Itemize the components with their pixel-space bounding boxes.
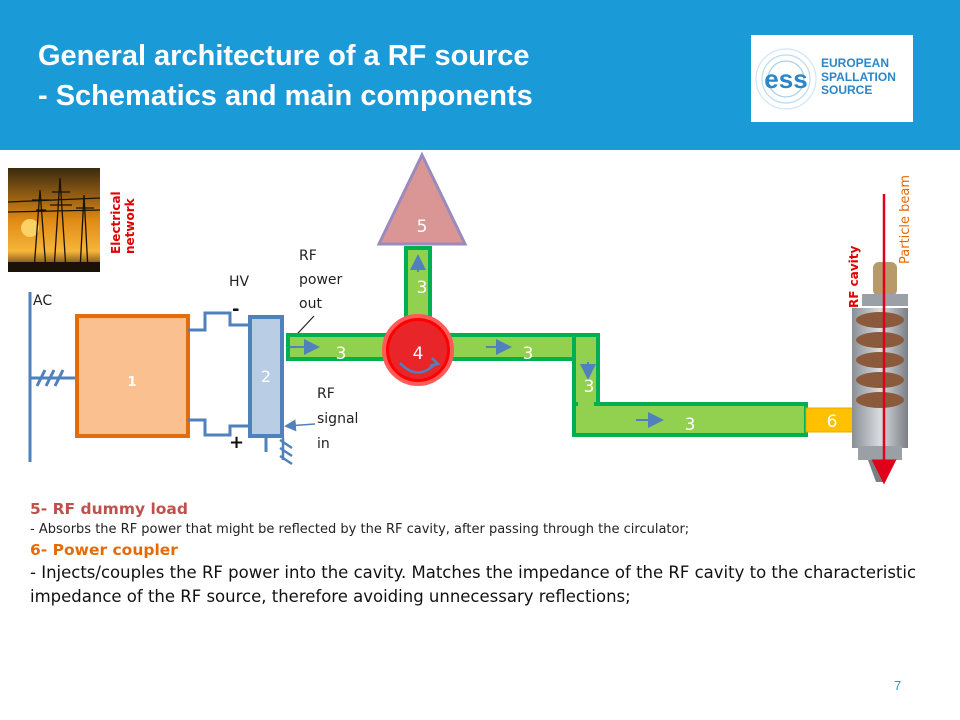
modulator-box <box>75 314 190 438</box>
dummy-load-heading: 5- RF dummy load <box>30 500 188 518</box>
rf-cavity-label: RF cavity <box>847 246 861 308</box>
logo-wordmark: EUROPEAN SPALLATION SOURCE <box>821 56 896 98</box>
hv-label: HV <box>229 274 250 290</box>
dummy-load-description: - Absorbs the RF power that might be ref… <box>30 522 690 537</box>
ess-logo: ess EUROPEAN SPALLATION SOURCE <box>751 35 913 122</box>
klystron-number: 2 <box>261 367 271 386</box>
waveguide <box>286 246 808 437</box>
circulator-number: 4 <box>413 344 424 364</box>
waveguide-number-3: 3 <box>417 278 428 298</box>
modulator-number: 1 <box>127 375 136 390</box>
waveguide-number-5: 3 <box>685 415 696 435</box>
dummy-load-triangle <box>376 151 468 246</box>
hv-minus: - <box>232 299 239 320</box>
ess-logo-mark: ess <box>755 48 817 110</box>
logo-line-3: SOURCE <box>821 83 873 97</box>
klystron-box <box>248 315 284 438</box>
ground-icon <box>264 436 293 466</box>
ac-bus <box>28 292 75 462</box>
hv-wiring <box>188 311 248 437</box>
power-lines-photo <box>7 168 101 272</box>
waveguide-number-1: 3 <box>336 344 347 364</box>
ac-label: AC <box>33 293 52 309</box>
coupler-number: 6 <box>827 412 838 432</box>
power-coupler-heading: 6- Power coupler <box>30 541 178 559</box>
title-line-2: - Schematics and main components <box>38 80 533 112</box>
page-number: 7 <box>894 678 902 693</box>
waveguide-number-2: 3 <box>523 344 534 364</box>
rf-flow-arrows <box>290 254 664 428</box>
rf-signal-in-arrow <box>284 419 316 432</box>
waveguide-number-4: 3 <box>584 377 595 397</box>
logo-mark-text: ess <box>764 64 807 94</box>
dummy-load-number: 5 <box>417 217 428 237</box>
hv-plus: + <box>229 432 244 453</box>
logo-line-2: SPALLATION <box>821 69 896 84</box>
logo-line-1: EUROPEAN <box>821 56 890 70</box>
electrical-network-label: Electricalnetwork <box>109 191 137 254</box>
slide-title: General architecture of a RF source - Sc… <box>38 36 533 116</box>
title-line-1: General architecture of a RF source <box>38 40 530 72</box>
header-bar: General architecture of a RF source - Sc… <box>0 0 960 150</box>
power-coupler-description: - Injects/couples the RF power into the … <box>30 563 917 606</box>
component-descriptions: 5- RF dummy load - Absorbs the RF power … <box>30 500 940 609</box>
particle-beam-label: Particle beam <box>898 175 913 264</box>
circulator <box>382 314 454 386</box>
